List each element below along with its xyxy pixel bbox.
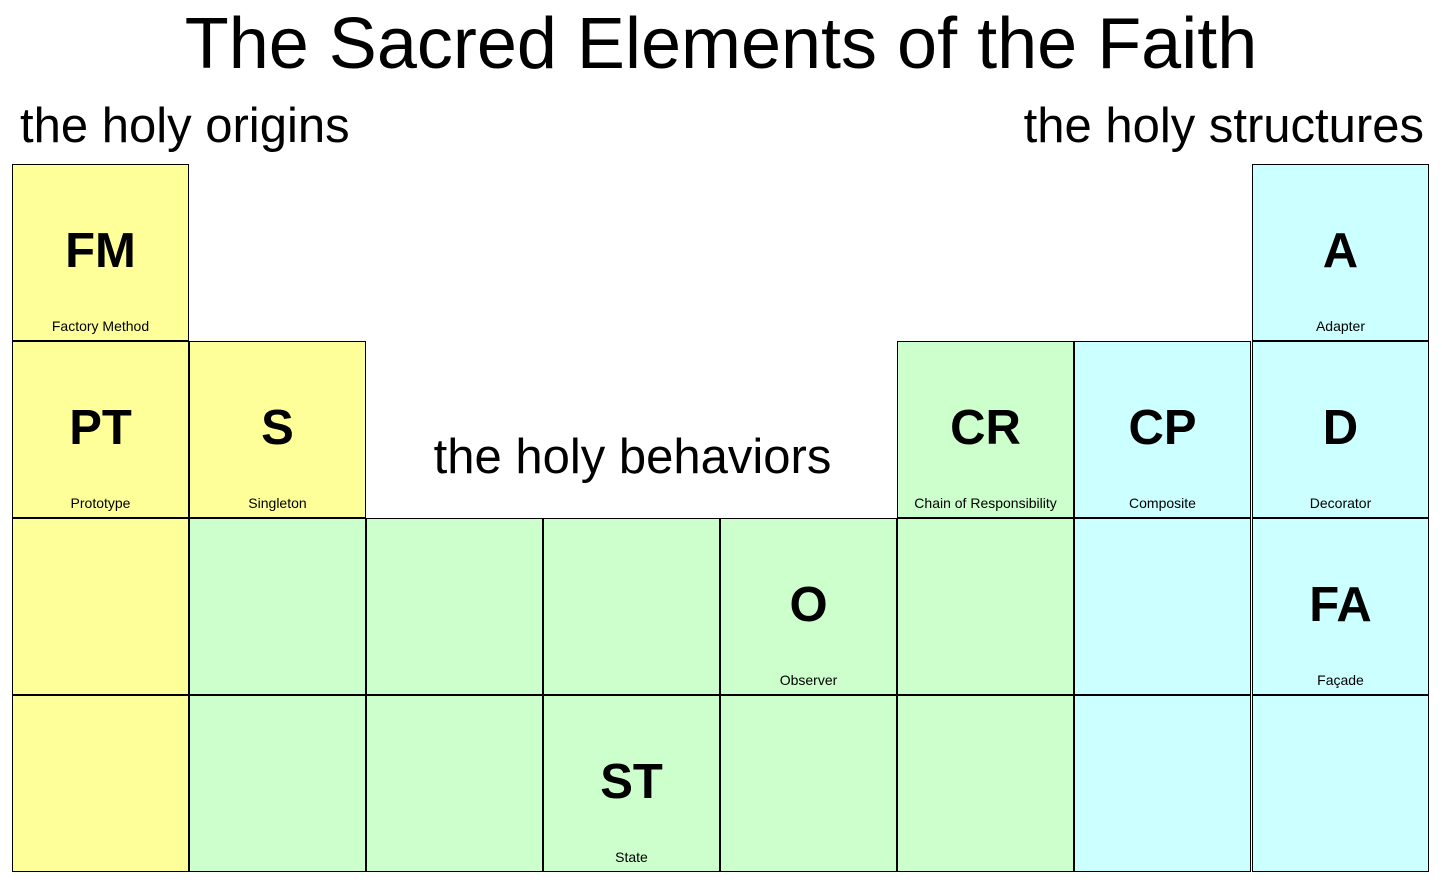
empty-cell: [12, 695, 189, 872]
element-facade: FA Façade: [1252, 518, 1429, 695]
group-label-origins: the holy origins: [20, 99, 350, 153]
element-state: ST State: [543, 695, 720, 872]
page-title: The Sacred Elements of the Faith: [184, 4, 1258, 84]
group-label-structures: the holy structures: [1023, 99, 1424, 153]
empty-cell: [12, 518, 189, 695]
element-name: State: [615, 849, 648, 865]
element-composite: CP Composite: [1074, 341, 1251, 518]
element-observer: O Observer: [720, 518, 897, 695]
element-factory-method: FM Factory Method: [12, 164, 189, 341]
element-symbol: A: [1322, 224, 1359, 278]
element-symbol: S: [261, 401, 294, 455]
element-symbol: CP: [1128, 401, 1197, 455]
element-symbol: FM: [65, 224, 136, 278]
empty-cell: [897, 518, 1074, 695]
element-name: Singleton: [248, 495, 307, 511]
empty-cell: [189, 695, 366, 872]
empty-cell: [366, 695, 543, 872]
empty-cell: [1252, 695, 1429, 872]
element-symbol: FA: [1309, 578, 1372, 632]
empty-cell: [1074, 518, 1251, 695]
element-symbol: O: [789, 578, 828, 632]
empty-cell: [543, 518, 720, 695]
element-decorator: D Decorator: [1252, 341, 1429, 518]
element-singleton: S Singleton: [189, 341, 366, 518]
empty-cell: [366, 518, 543, 695]
element-name: Factory Method: [51, 318, 150, 334]
element-symbol: PT: [69, 401, 132, 455]
element-name: Façade: [1317, 672, 1364, 688]
empty-cell: [189, 518, 366, 695]
element-chain-of-responsibility: CR Chain of Responsibility: [897, 341, 1074, 518]
element-symbol: ST: [600, 755, 663, 809]
element-symbol: CR: [950, 401, 1021, 455]
element-name: Decorator: [1309, 495, 1372, 511]
element-symbol: D: [1322, 401, 1359, 455]
element-adapter: A Adapter: [1252, 164, 1429, 341]
element-name: Adapter: [1315, 318, 1366, 334]
empty-cell: [1074, 695, 1251, 872]
empty-cell: [897, 695, 1074, 872]
group-label-behaviors: the holy behaviors: [433, 430, 832, 484]
element-name: Composite: [1129, 495, 1196, 511]
empty-cell: [720, 695, 897, 872]
element-name: Observer: [779, 672, 838, 688]
element-name: Prototype: [70, 495, 131, 511]
element-prototype: PT Prototype: [12, 341, 189, 518]
element-name: Chain of Responsibility: [914, 495, 1057, 511]
